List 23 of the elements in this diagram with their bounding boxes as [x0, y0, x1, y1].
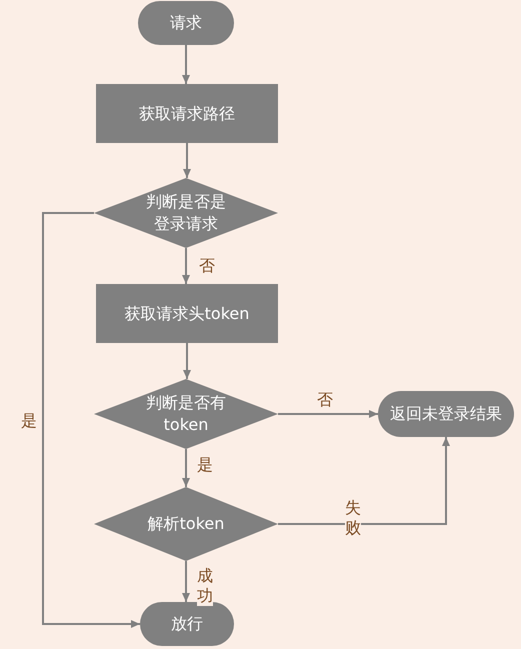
edge-label: 是: [197, 455, 213, 475]
edge-label: 成功: [197, 566, 213, 606]
decision-diamond: 判断是否是登录请求: [94, 178, 278, 248]
arrow: [183, 143, 191, 178]
arrow: [182, 248, 190, 284]
arrow: [182, 561, 190, 602]
edge-label: 否: [317, 390, 333, 410]
edge-label: 失败: [345, 498, 361, 538]
arrow: [182, 45, 190, 84]
arrow: [278, 410, 378, 418]
decision-diamond: 判断是否有token: [94, 379, 278, 449]
arrow: [183, 343, 191, 379]
edge-label: 是: [21, 411, 37, 431]
start-pill: 请求: [138, 1, 234, 45]
end-pill: 放行: [140, 602, 234, 646]
process-box: 获取请求路径: [96, 84, 278, 143]
arrow: [42, 212, 140, 628]
end-pill: 返回未登录结果: [378, 391, 514, 437]
decision-diamond: 解析token: [94, 487, 278, 561]
process-box: 获取请求头token: [96, 284, 278, 343]
arrow: [278, 437, 450, 525]
edge-label: 否: [199, 256, 215, 276]
arrow: [182, 449, 190, 487]
